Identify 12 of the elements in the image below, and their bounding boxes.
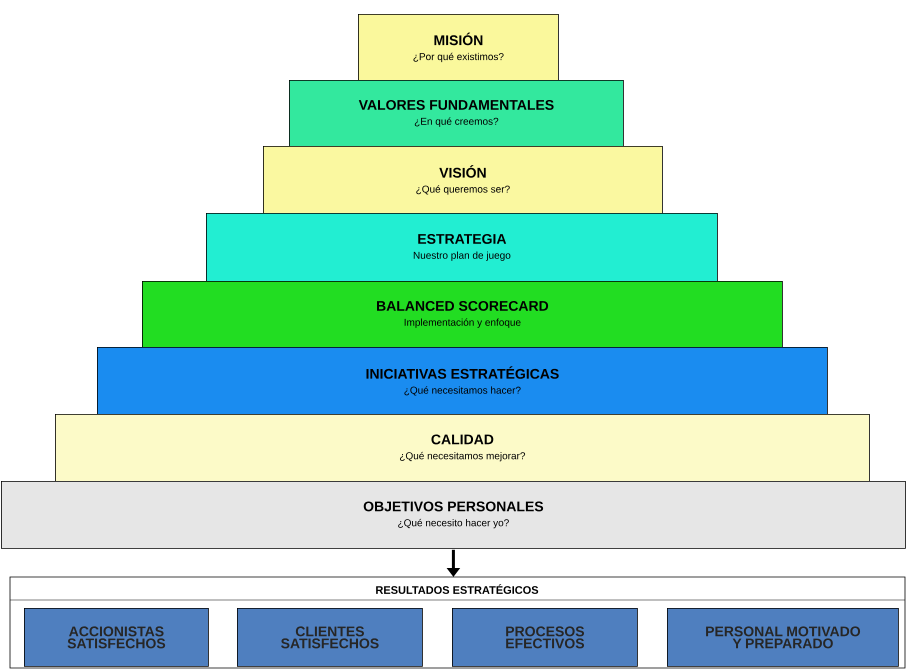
outcome-box: ACCIONISTAS SATISFECHOS — [24, 608, 209, 667]
tier-box: MISIÓN ¿Por qué existimos? — [358, 14, 559, 81]
tier-box: INICIATIVAS ESTRATÉGICAS ¿Qué necesitamos hacer? — [97, 347, 828, 415]
outcome-box: CLIENTES SATISFECHOS — [237, 608, 423, 667]
outcome-box: PERSONAL MOTIVADO Y PREPARADO — [667, 608, 899, 667]
tier-box: VALORES FUNDAMENTALES ¿En qué creemos? — [289, 80, 624, 147]
tier-box: OBJETIVOS PERSONALES ¿Qué necesito hacer yo? — [1, 481, 906, 549]
tier-box: VISIÓN ¿Qué queremos ser? — [263, 146, 663, 214]
tier-box: CALIDAD ¿Qué necesitamos mejorar? — [55, 414, 870, 482]
outcome-box: PROCESOS EFECTIVOS — [452, 608, 638, 667]
tier-box: ESTRATEGIA Nuestro plan de juego — [206, 213, 718, 282]
tier-box: BALANCED SCORECARD Implementación y enfoque — [142, 281, 783, 348]
